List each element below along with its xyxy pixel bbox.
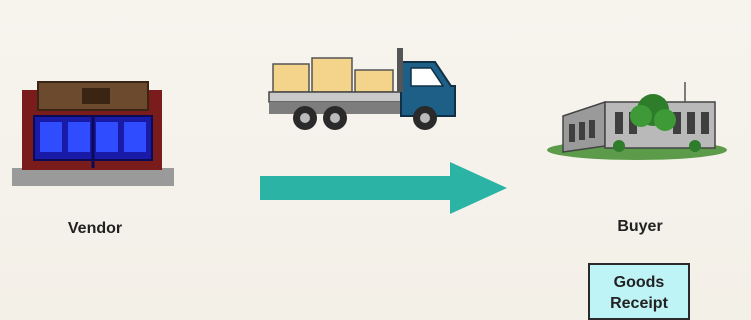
right-arrow-icon [255, 158, 515, 218]
goods-receipt-box: Goods Receipt [588, 263, 690, 320]
store-icon [10, 80, 176, 192]
warehouse-building-icon [545, 76, 730, 172]
vendor-label: Vendor [40, 220, 150, 238]
goods-receipt-line2: Receipt [590, 293, 688, 314]
goods-receipt-line1: Goods [590, 272, 688, 293]
delivery-truck-icon [265, 42, 465, 132]
buyer-label: Buyer [600, 218, 680, 236]
